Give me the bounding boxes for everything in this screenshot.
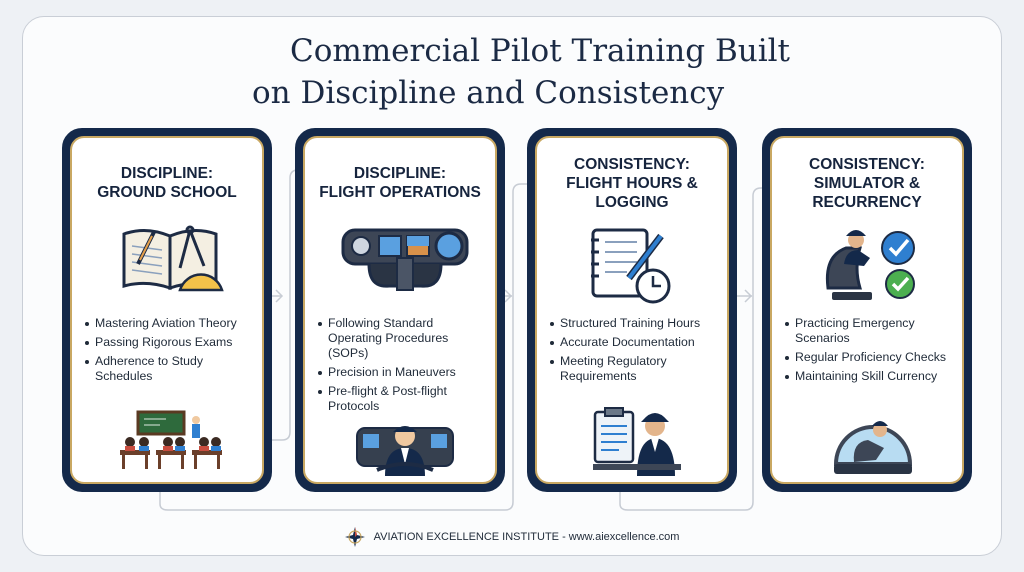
card-title-line-2: FLIGHT HOURS &: [566, 175, 698, 192]
list-item: Practicing Emergency Scenarios: [784, 316, 956, 346]
classroom-icon: [120, 410, 222, 469]
list-item: Meeting Regulatory Requirements: [549, 354, 721, 384]
card-title-line-1: CONSISTENCY:: [809, 156, 925, 173]
footer: AVIATION EXCELLENCE INSTITUTE - www.aiex…: [0, 527, 1024, 547]
card-title: CONSISTENCY: SIMULATOR & RECURRENCY: [772, 155, 962, 212]
list-item: Regular Proficiency Checks: [784, 350, 956, 365]
card-flight-operations: DISCIPLINE: FLIGHT OPERATIONS Following …: [295, 128, 505, 492]
card-title: DISCIPLINE: FLIGHT OPERATIONS: [305, 164, 495, 202]
card-title-line-1: DISCIPLINE:: [353, 165, 447, 182]
list-item: Precision in Maneuvers: [317, 365, 489, 380]
cockpit-yoke-icon: [341, 228, 469, 291]
card-title-line-1: DISCIPLINE:: [120, 165, 214, 182]
bullet-list: Following Standard Operating Procedures …: [317, 316, 489, 418]
list-item: Pre-flight & Post-flight Protocols: [317, 384, 489, 414]
card-title: CONSISTENCY: FLIGHT HOURS & LOGGING: [537, 155, 727, 212]
list-item: Following Standard Operating Procedures …: [317, 316, 489, 361]
card-title-line-2: FLIGHT OPERATIONS: [319, 184, 481, 201]
card-title: DISCIPLINE: GROUND SCHOOL: [72, 164, 262, 202]
card-title-line-1: CONSISTENCY:: [574, 156, 690, 173]
card-title-line-3: RECURRENCY: [812, 194, 922, 211]
card-title-line-2: GROUND SCHOOL: [97, 184, 237, 201]
title-line-2: on Discipline and Consistency: [252, 75, 725, 111]
card-flight-hours-logging: CONSISTENCY: FLIGHT HOURS & LOGGING Stru…: [527, 128, 737, 492]
card-title-line-2: SIMULATOR &: [813, 175, 921, 192]
card-title-line-3: LOGGING: [595, 194, 669, 211]
title-line-1: Commercial Pilot Training Built: [290, 33, 790, 69]
book-compass-icon: [122, 225, 224, 292]
list-item: Passing Rigorous Exams: [84, 335, 256, 350]
pilot-cockpit-icon: [356, 426, 454, 476]
logbook-clock-icon: [591, 228, 671, 304]
footer-text: AVIATION EXCELLENCE INSTITUTE - www.aiex…: [373, 531, 680, 543]
list-item: Accurate Documentation: [549, 335, 721, 350]
compass-rose-icon: [344, 527, 365, 547]
list-item: Mastering Aviation Theory: [84, 316, 256, 331]
pilot-logging-icon: [593, 407, 681, 476]
card-ground-school: DISCIPLINE: GROUND SCHOOL Mastering Avia…: [62, 128, 272, 492]
bullet-list: Structured Training Hours Accurate Docum…: [549, 316, 721, 388]
simulator-pod-icon: [833, 421, 913, 474]
page-title: Commercial Pilot Training Built on Disci…: [0, 30, 1024, 114]
list-item: Structured Training Hours: [549, 316, 721, 331]
bullet-list: Mastering Aviation Theory Passing Rigoro…: [84, 316, 256, 388]
simulator-check-icon: [825, 230, 915, 300]
bullet-list: Practicing Emergency Scenarios Regular P…: [784, 316, 956, 388]
list-item: Maintaining Skill Currency: [784, 369, 956, 384]
card-simulator-recurrency: CONSISTENCY: SIMULATOR & RECURRENCY Prac…: [762, 128, 972, 492]
list-item: Adherence to Study Schedules: [84, 354, 256, 384]
